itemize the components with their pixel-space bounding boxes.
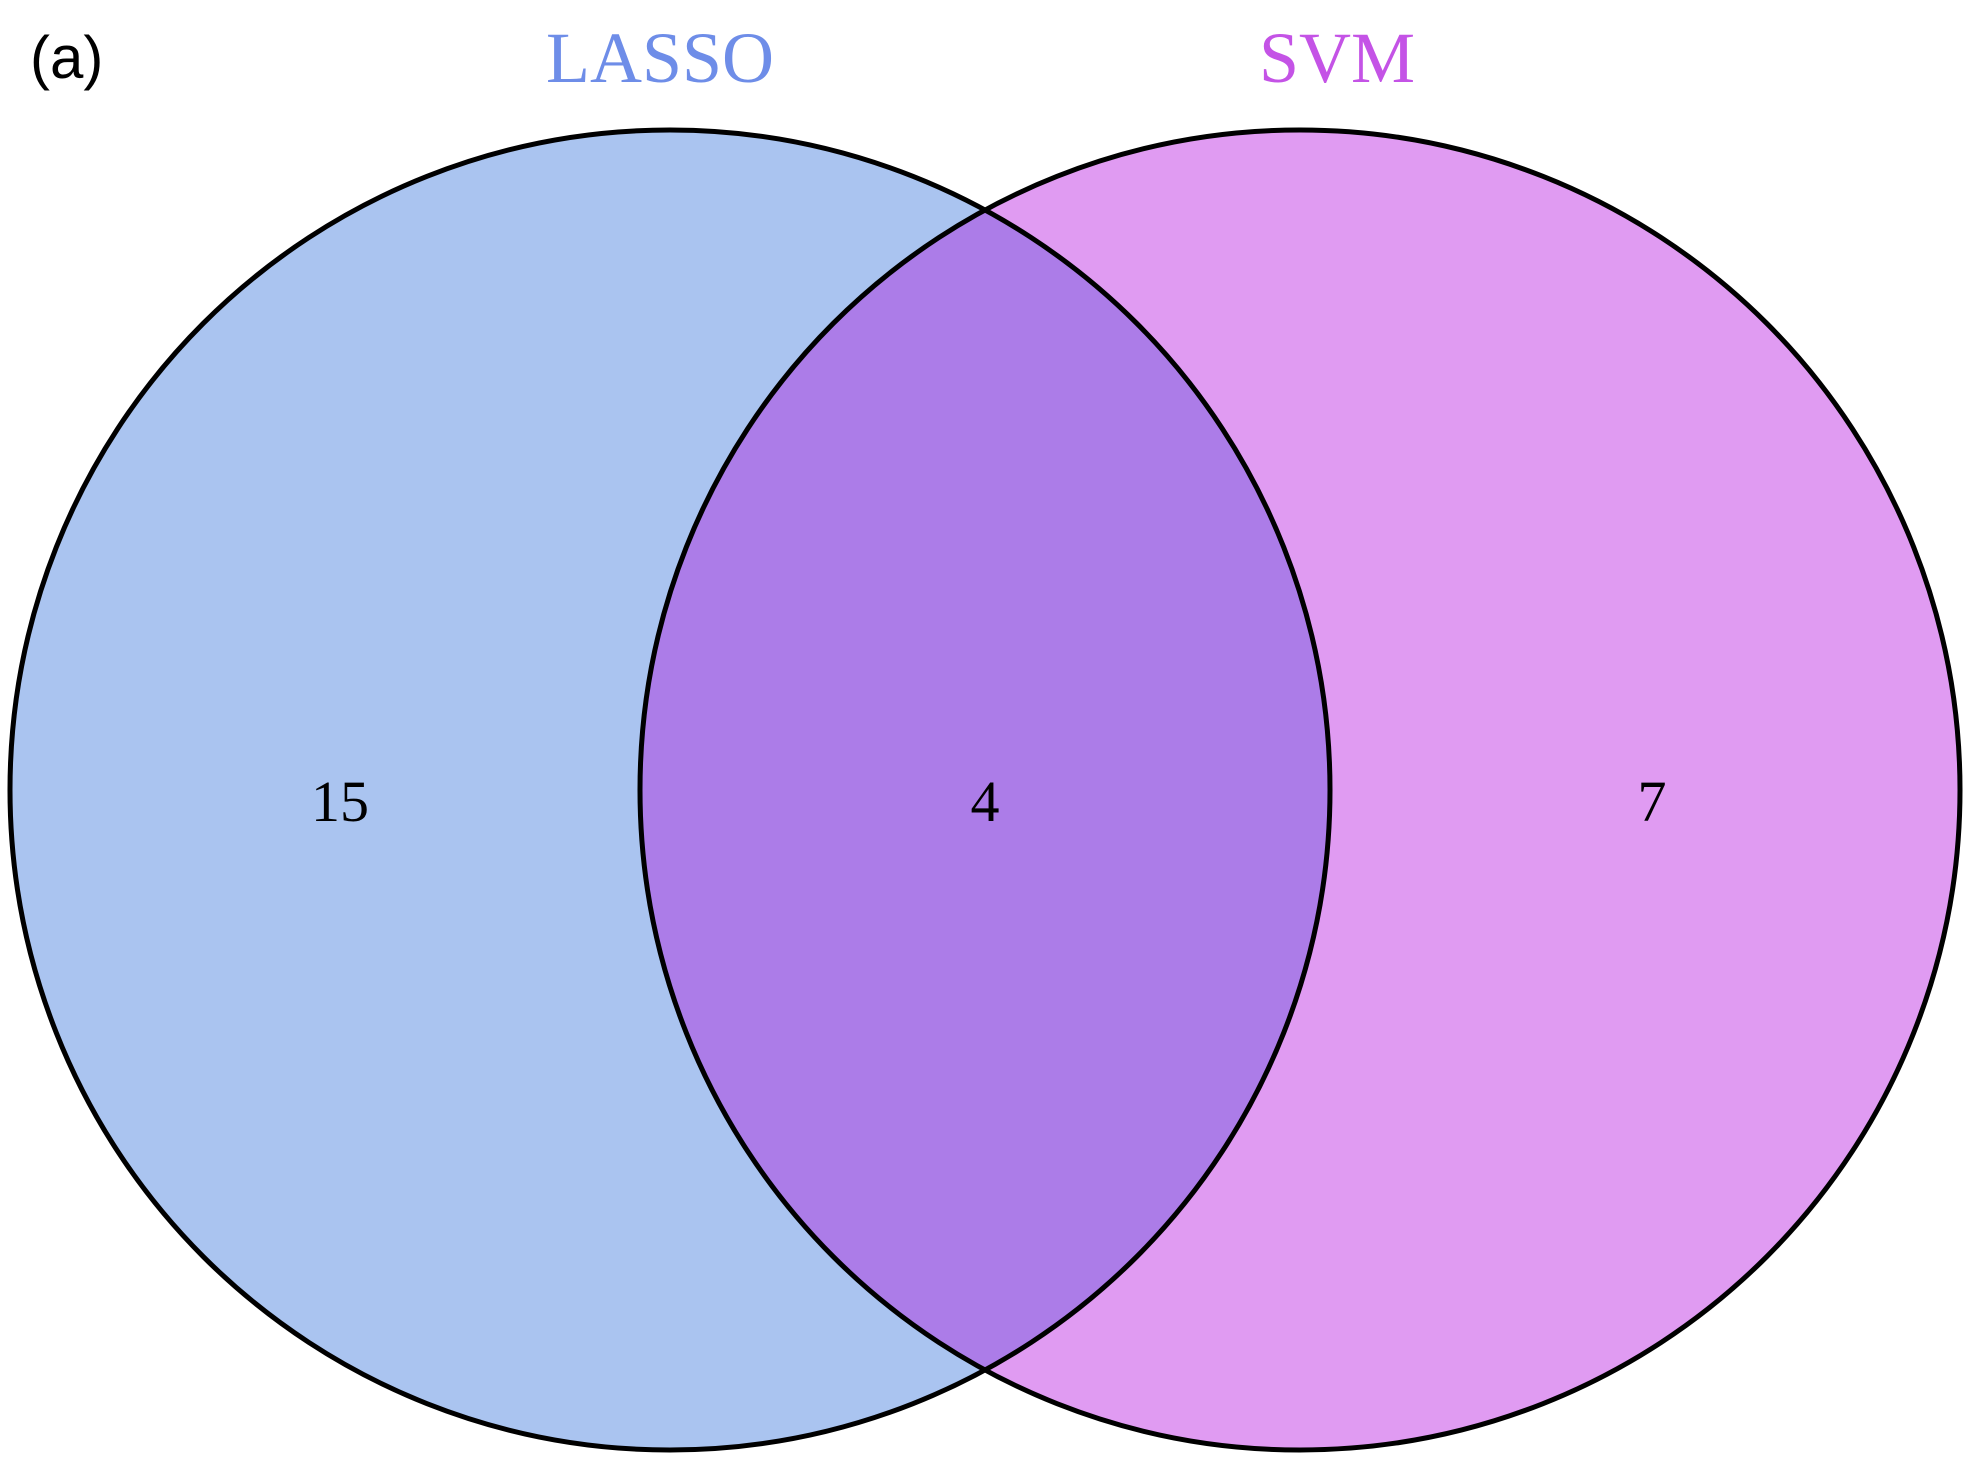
lasso-only-count: 15 (311, 769, 369, 834)
intersection-count: 4 (971, 769, 1000, 834)
lasso-set-label: LASSO (546, 18, 774, 98)
svm-only-count: 7 (1638, 769, 1667, 834)
svm-circle-outline (637, 127, 1963, 1453)
panel-label: (a) (30, 24, 103, 91)
svm-set-label: SVM (1259, 18, 1415, 98)
intersection-region (640, 130, 1330, 1450)
lasso-circle-outline (7, 127, 1333, 1453)
intersection-fill (640, 130, 1330, 1450)
